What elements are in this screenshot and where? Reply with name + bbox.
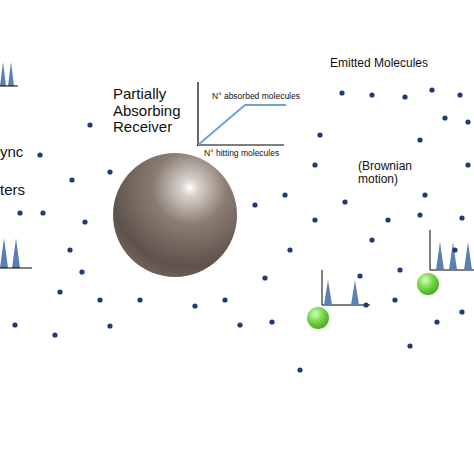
receiver-sphere xyxy=(113,153,237,277)
receiver-label: Partially Absorbing Receiver xyxy=(113,86,195,136)
molecule-dot xyxy=(429,87,434,92)
molecule-dot xyxy=(317,132,322,137)
molecule-dot xyxy=(392,297,397,302)
axis-label: N° hitting molecules xyxy=(204,149,304,158)
molecule-dot xyxy=(417,212,422,217)
molecule-dot xyxy=(269,319,274,324)
molecule-dot xyxy=(107,169,112,174)
molecule-dot xyxy=(87,122,92,127)
molecule-dot xyxy=(67,247,72,252)
molecule-dot xyxy=(282,192,287,197)
transmitter-sphere xyxy=(307,307,329,329)
molecule-dot xyxy=(222,297,227,302)
molecule-dot xyxy=(287,247,292,252)
molecule-dot xyxy=(37,152,42,157)
annotation-label: Emitted Molecules xyxy=(330,57,450,70)
molecule-dot xyxy=(52,332,57,337)
molecule-dot xyxy=(17,210,22,215)
cropped-label: ters xyxy=(0,182,60,199)
molecule-dot xyxy=(297,367,302,372)
molecule-dot xyxy=(402,94,407,99)
molecule-dot xyxy=(342,199,347,204)
molecule-dot xyxy=(137,297,142,302)
molecule-dot xyxy=(452,247,457,252)
molecule-dot xyxy=(397,267,402,272)
molecule-dot xyxy=(459,215,464,220)
molecule-dot xyxy=(57,289,62,294)
molecule-dot xyxy=(459,309,464,314)
molecule-dot xyxy=(312,217,317,222)
molecule-dot xyxy=(422,192,427,197)
molecule-dot xyxy=(12,322,17,327)
molecule-dot xyxy=(457,92,462,97)
axis-label: N° absorbed molecules xyxy=(212,92,302,101)
molecule-dot xyxy=(434,319,439,324)
molecule-dot xyxy=(40,210,45,215)
molecule-dot xyxy=(79,269,84,274)
molecule-dot xyxy=(442,115,447,120)
molecule-dot xyxy=(237,322,242,327)
molecule-dot xyxy=(363,302,368,307)
molecule-dot xyxy=(339,90,344,95)
molecule-dot xyxy=(417,137,422,142)
molecule-dot xyxy=(369,92,374,97)
molecule-dot xyxy=(252,202,257,207)
molecule-dot xyxy=(262,275,267,280)
transmitter-sphere xyxy=(417,273,439,295)
molecule-dot xyxy=(465,162,470,167)
molecule-dot xyxy=(407,343,412,348)
annotation-label: (Brownian motion) xyxy=(358,160,428,186)
molecule-dot xyxy=(82,219,87,224)
molecule-dot xyxy=(69,177,74,182)
molecule-dot xyxy=(312,162,317,167)
molecule-dot xyxy=(97,297,102,302)
cropped-label: ync xyxy=(0,144,60,161)
molecule-dot xyxy=(385,217,390,222)
molecule-dot xyxy=(357,273,362,278)
molecule-dot xyxy=(107,323,112,328)
molecule-dot xyxy=(369,237,374,242)
molecule-dot xyxy=(465,119,470,124)
spike-plots xyxy=(0,62,474,305)
molecule-dot xyxy=(192,303,197,308)
molecules xyxy=(12,87,470,372)
